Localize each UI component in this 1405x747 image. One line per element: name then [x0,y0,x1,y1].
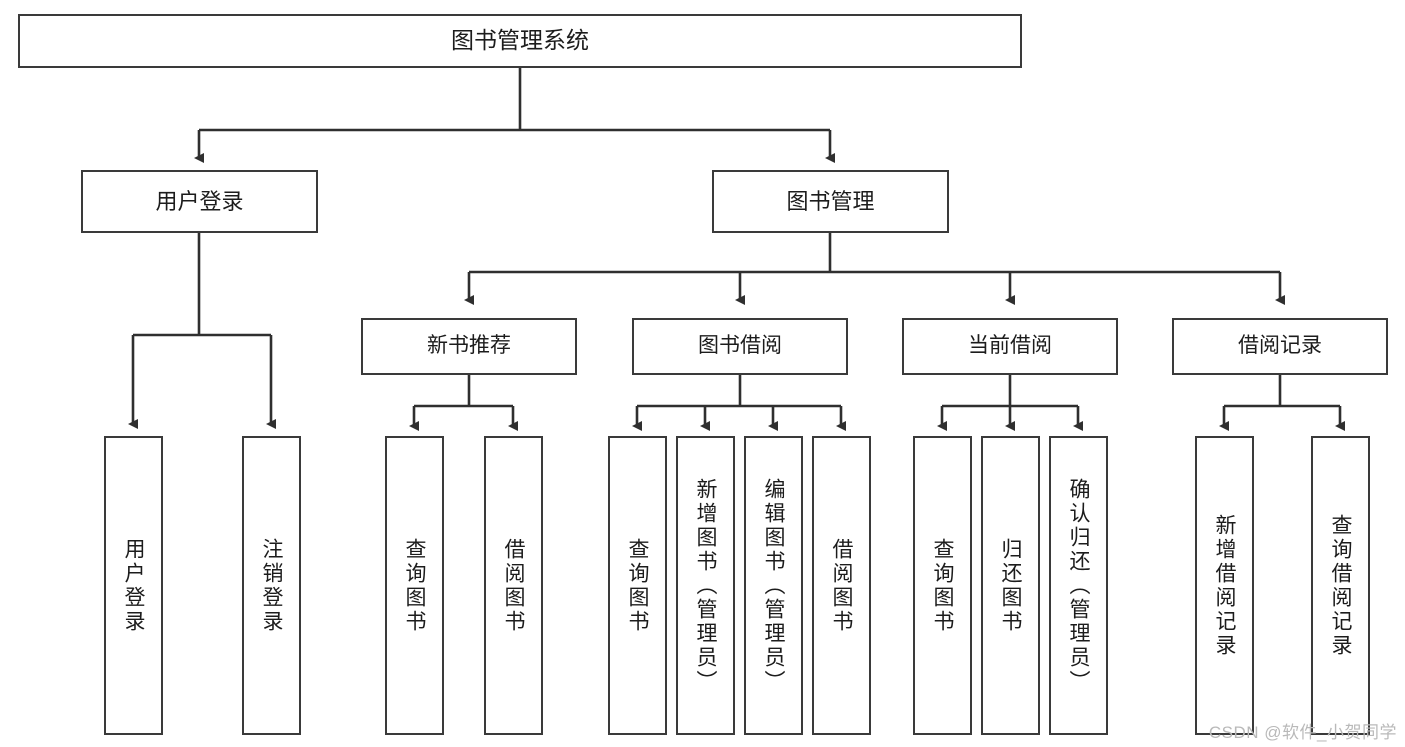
node-new-book-recommend[interactable]: 新书推荐 [361,318,577,375]
node-label: 新书推荐 [427,334,511,358]
leaf-current-query-book[interactable]: 查询图书 [913,436,972,735]
node-label: 图书管理 [786,188,875,214]
node-book-management[interactable]: 图书管理 [712,170,949,233]
node-label: 查询借阅记录 [1329,513,1352,658]
leaf-user-login-login[interactable]: 用户登录 [104,436,163,735]
watermark: CSDN @软件_小贺同学 [1208,723,1397,742]
node-label: 借阅记录 [1238,334,1322,358]
leaf-current-confirm-return-admin[interactable]: 确认归还（管理员） [1049,436,1108,735]
node-label: 当前借阅 [968,334,1052,358]
leaf-borrow-add-book-admin[interactable]: 新增图书（管理员） [676,436,735,735]
leaf-user-login-logout[interactable]: 注销登录 [242,436,301,735]
leaf-current-return-book[interactable]: 归还图书 [981,436,1040,735]
node-label: 用户登录 [155,188,244,214]
node-label: 新增图书（管理员） [694,477,717,694]
node-current-borrow[interactable]: 当前借阅 [902,318,1118,375]
leaf-recommend-query-book[interactable]: 查询图书 [385,436,444,735]
node-label: 新增借阅记录 [1213,513,1236,658]
node-label: 确认归还（管理员） [1067,477,1090,694]
node-label: 借阅图书 [502,537,525,634]
leaf-borrow-borrow-book[interactable]: 借阅图书 [812,436,871,735]
node-label: 用户登录 [122,537,145,634]
node-label: 归还图书 [999,537,1022,634]
node-label: 查询图书 [626,537,649,634]
node-label: 编辑图书（管理员） [762,477,785,694]
node-user-login[interactable]: 用户登录 [81,170,318,233]
leaf-records-query-record[interactable]: 查询借阅记录 [1311,436,1370,735]
leaf-recommend-borrow-book[interactable]: 借阅图书 [484,436,543,735]
node-label: 注销登录 [260,537,283,634]
node-label: 借阅图书 [830,537,853,634]
node-label: 图书管理系统 [451,27,589,54]
node-book-borrow[interactable]: 图书借阅 [632,318,848,375]
leaf-records-add-record[interactable]: 新增借阅记录 [1195,436,1254,735]
leaf-borrow-query-book[interactable]: 查询图书 [608,436,667,735]
node-label: 查询图书 [931,537,954,634]
node-label: 查询图书 [403,537,426,634]
leaf-borrow-edit-book-admin[interactable]: 编辑图书（管理员） [744,436,803,735]
node-label: 图书借阅 [698,334,782,358]
node-borrow-records[interactable]: 借阅记录 [1172,318,1388,375]
node-root-system[interactable]: 图书管理系统 [18,14,1022,68]
